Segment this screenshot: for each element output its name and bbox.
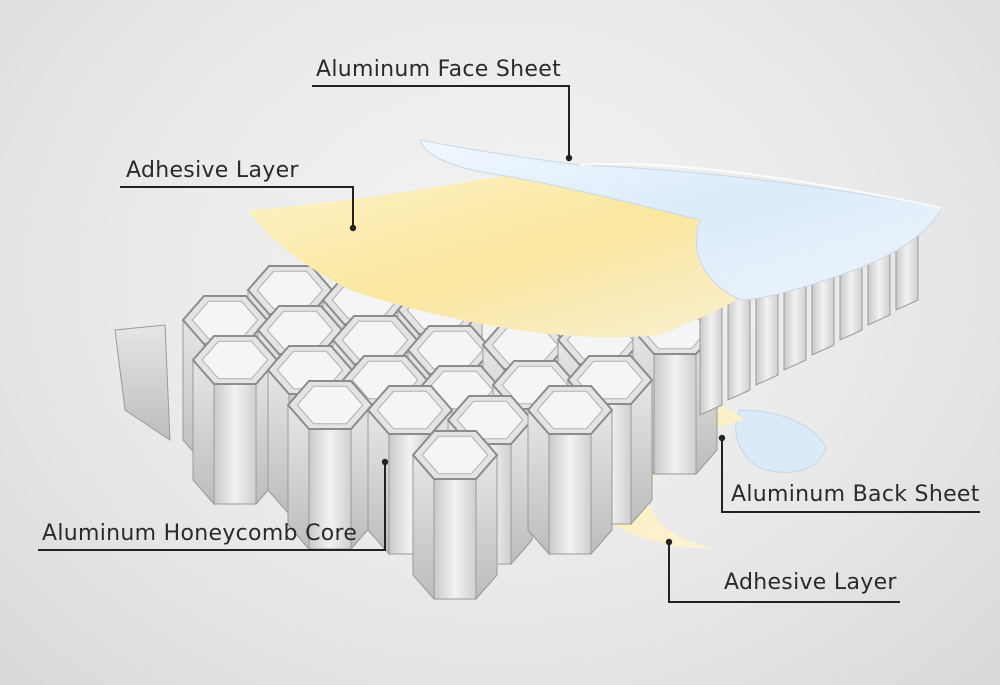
label-adhesive-top: Adhesive Layer: [126, 158, 299, 183]
dot-back-sheet: [718, 434, 726, 442]
leader-lines: [38, 85, 980, 603]
face-sheet-layer: [419, 139, 943, 301]
honeycomb-cell: [191, 335, 279, 506]
cell-opening: [341, 320, 409, 360]
core-side-wall: [699, 303, 723, 416]
cell-wall: [653, 353, 697, 475]
cell-opening: [296, 385, 364, 425]
cell-opening: [536, 390, 604, 430]
back-sheet-layer: [735, 409, 827, 473]
cell-opening: [201, 340, 269, 380]
honeycomb-cell: [526, 385, 614, 556]
cell-wall: [548, 433, 592, 555]
label-honeycomb-core: Aluminum Honeycomb Core: [42, 521, 358, 546]
dot-face-sheet: [565, 154, 573, 162]
dot-adhesive-bottom: [665, 538, 673, 546]
dot-honeycomb: [381, 458, 389, 466]
cell-opening: [421, 435, 489, 475]
leader-adhesive-bottom: [668, 542, 900, 603]
honeycomb-cell: [286, 380, 374, 551]
cell-opening: [266, 310, 334, 350]
label-face-sheet: Aluminum Face Sheet: [316, 57, 562, 82]
dot-adhesive-top: [349, 224, 357, 232]
leader-dots: [349, 154, 726, 546]
leader-honeycomb: [38, 462, 386, 551]
honeycomb-cell: [411, 430, 499, 601]
cell-opening: [191, 300, 259, 340]
label-back-sheet: Aluminum Back Sheet: [731, 482, 980, 507]
cell-wall: [433, 478, 477, 600]
cell-opening: [276, 350, 344, 390]
leader-face-sheet: [312, 85, 570, 158]
core-edge-wall: [114, 324, 171, 441]
cell-wall: [213, 383, 257, 505]
label-adhesive-bottom: Adhesive Layer: [724, 570, 897, 595]
cell-opening: [256, 270, 324, 310]
leader-adhesive-top: [120, 186, 354, 228]
core-side-wall: [727, 292, 751, 401]
leader-back-sheet: [721, 438, 980, 513]
cell-opening: [376, 390, 444, 430]
